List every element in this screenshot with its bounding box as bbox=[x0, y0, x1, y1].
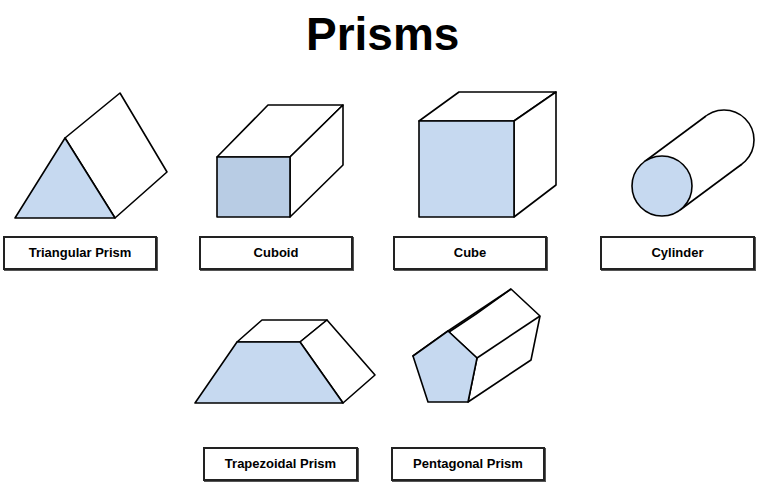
shape-name: Cuboid bbox=[254, 245, 299, 261]
pentagonal-prism bbox=[413, 289, 540, 402]
shape-label-box: Triangular Prism bbox=[3, 236, 157, 270]
shape-name: Cylinder bbox=[651, 245, 703, 261]
shape-label-box: Cube bbox=[393, 236, 547, 270]
cube bbox=[419, 92, 556, 217]
cylinder bbox=[632, 110, 754, 216]
shape-label-box: Pentagonal Prism bbox=[391, 447, 545, 481]
shape-label-box: Cylinder bbox=[600, 236, 755, 270]
shape-name: Pentagonal Prism bbox=[413, 456, 523, 472]
cuboid bbox=[217, 105, 343, 217]
trapezoidal-prism bbox=[195, 320, 375, 403]
shape-label-box: Trapezoidal Prism bbox=[203, 447, 358, 481]
shape-name: Cube bbox=[454, 245, 487, 261]
triangular-prism bbox=[15, 93, 167, 218]
shape-name: Trapezoidal Prism bbox=[225, 456, 336, 472]
diagram-title: Prisms bbox=[306, 11, 459, 57]
shape-label-box: Cuboid bbox=[199, 236, 353, 270]
shape-name: Triangular Prism bbox=[29, 245, 132, 261]
